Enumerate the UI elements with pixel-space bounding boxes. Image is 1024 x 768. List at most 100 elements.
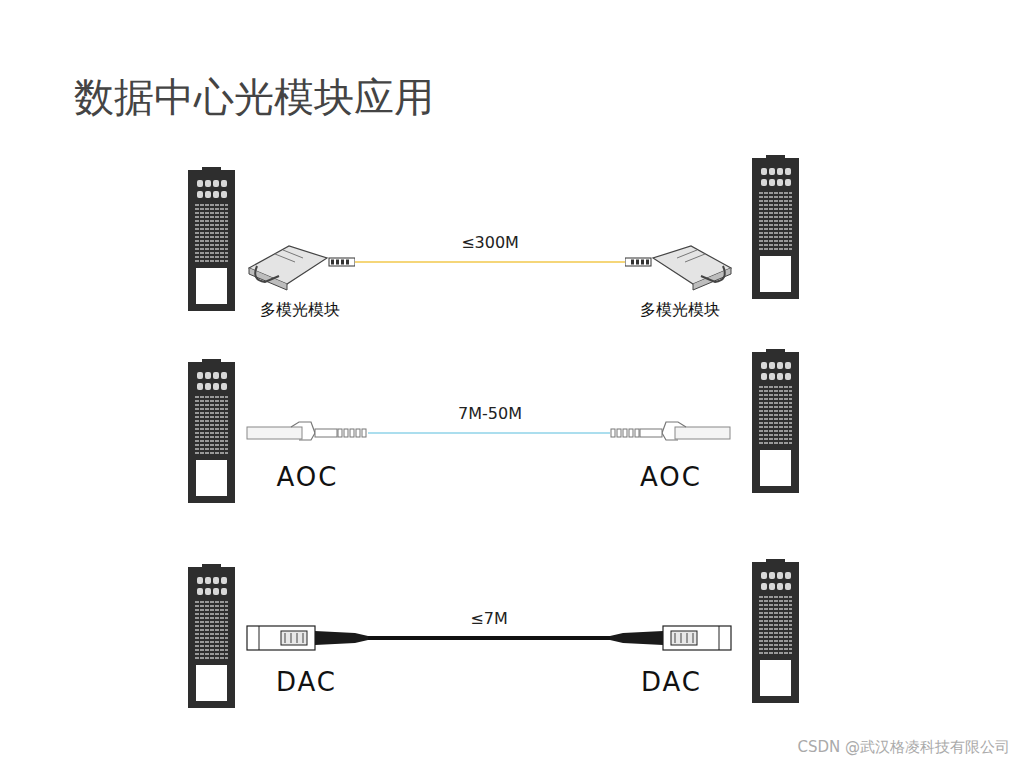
port-row [759, 600, 792, 602]
port-row [759, 244, 792, 246]
strain-relief [344, 429, 348, 437]
rack-top [202, 167, 221, 172]
port-pair [205, 588, 211, 595]
port-row [195, 653, 228, 655]
rack-panel [196, 268, 227, 304]
port-row [195, 452, 228, 454]
port-pair [769, 362, 775, 369]
port-row [195, 220, 228, 222]
port-row [759, 212, 792, 214]
port-row [195, 621, 228, 623]
strain-relief [629, 429, 633, 437]
module-seam [719, 626, 720, 650]
port-row [759, 438, 792, 440]
switch-rack [188, 564, 235, 708]
port-row [759, 406, 792, 408]
port-row [195, 440, 228, 442]
port-row [195, 408, 228, 410]
port-pair [777, 168, 783, 175]
port-pair [785, 583, 791, 590]
port-row [759, 398, 792, 400]
port-pair [213, 191, 219, 198]
port-pair [777, 373, 783, 380]
latch-rib [675, 633, 676, 643]
cable-connector [355, 261, 625, 263]
module-label: AOC [610, 462, 732, 492]
port-row [759, 430, 792, 432]
module-picture [245, 232, 355, 292]
strain-relief [617, 429, 621, 437]
port-pair [197, 372, 203, 379]
length-label: 7M-50M [455, 404, 525, 423]
port-pair [761, 168, 767, 175]
aoc-module [675, 427, 730, 439]
port-pair [785, 373, 791, 380]
port-row [195, 633, 228, 635]
port-row [195, 396, 228, 398]
port-pair [761, 179, 767, 186]
module-picture [625, 232, 735, 292]
port-pair [785, 168, 791, 175]
pull-handle [255, 266, 279, 282]
port-row [759, 236, 792, 238]
module-picture [610, 623, 733, 653]
port-row [195, 420, 228, 422]
switch-rack [752, 559, 799, 703]
port-row [759, 196, 792, 198]
port-row [195, 212, 228, 214]
length-label: ≤7M [467, 609, 510, 628]
latch-rib [693, 633, 694, 643]
port-pair [785, 362, 791, 369]
rack-body [752, 562, 799, 703]
strain-relief [635, 429, 639, 437]
rack-top [202, 359, 221, 364]
body-detail [275, 250, 303, 262]
port-row [759, 390, 792, 392]
port-row [759, 216, 792, 218]
module-label: 多模光模块 [245, 300, 355, 321]
dac-module [663, 626, 731, 650]
strain-relief [611, 429, 615, 437]
rack-body [188, 362, 235, 503]
port-row [759, 414, 792, 416]
cable-boot [610, 631, 663, 645]
module-drawing [610, 422, 730, 440]
port-pair [213, 577, 219, 584]
port-pair [769, 572, 775, 579]
connector-grip [341, 260, 344, 265]
cable-connector [370, 432, 610, 433]
port-row [195, 609, 228, 611]
port-row [759, 608, 792, 610]
port-row [195, 228, 228, 230]
port-row [759, 644, 792, 646]
latch-rib [297, 633, 298, 643]
rack-body [752, 158, 799, 299]
port-pair [205, 372, 211, 379]
port-pair [785, 572, 791, 579]
lc-connector [329, 258, 355, 266]
port-row [195, 208, 228, 210]
port-row [195, 232, 228, 234]
port-row [195, 428, 228, 430]
port-row [195, 240, 228, 242]
rack-top [202, 564, 221, 569]
aoc-module [247, 427, 302, 439]
port-pair [769, 179, 775, 186]
port-row [759, 402, 792, 404]
switch-rack [752, 349, 799, 493]
strain-relief [350, 429, 354, 437]
latch-rib [303, 633, 304, 643]
port-row [195, 244, 228, 246]
port-row [195, 645, 228, 647]
port-row [195, 248, 228, 250]
module-picture [610, 418, 732, 448]
port-pair [213, 372, 219, 379]
port-pair [197, 383, 203, 390]
port-row [195, 601, 228, 603]
port-row [759, 596, 792, 598]
length-label: ≤300M [458, 233, 522, 252]
port-pair [205, 191, 211, 198]
port-row [759, 434, 792, 436]
port-row [195, 416, 228, 418]
connector-grip [336, 260, 339, 265]
